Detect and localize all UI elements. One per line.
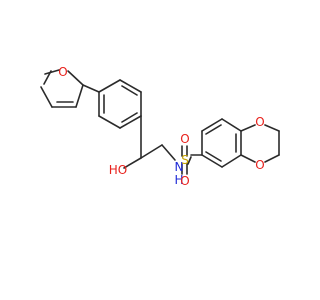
bond [119, 115, 142, 129]
molecule-structure: O HO N H S O O O O [40, 65, 280, 188]
bond [98, 79, 121, 93]
hydroxyethyl-linker [123, 115, 176, 169]
dioxane-oxygen-bottom-label: O [255, 158, 264, 172]
sulfonyl-group [181, 145, 203, 175]
bond [205, 151, 222, 162]
bond [240, 154, 256, 163]
benzodioxane-ring [201, 118, 280, 168]
sulfur-label: S [181, 153, 189, 167]
bond [67, 70, 84, 86]
bond [187, 156, 192, 165]
bond [140, 144, 163, 159]
hydroxyl-label: HO [109, 163, 127, 177]
amide-hydrogen-label: H [174, 173, 183, 187]
sulfonyl-oxygen-bottom-label: O [180, 174, 189, 188]
bond [161, 144, 176, 161]
bond [75, 84, 84, 108]
bond [264, 154, 280, 163]
bond [201, 118, 223, 132]
bond [44, 69, 60, 75]
bond [40, 86, 53, 108]
atom-labels: O HO N H S O O O O [58, 65, 264, 188]
bond [264, 124, 280, 132]
bond [121, 85, 138, 96]
bond [205, 124, 222, 135]
bond [221, 118, 242, 132]
bond [121, 112, 138, 123]
bond [123, 157, 142, 169]
bond [119, 79, 142, 93]
furan-oxygen-label: O [58, 65, 67, 79]
bond [201, 154, 223, 168]
bond [82, 84, 100, 93]
furan-ring [40, 69, 84, 108]
bond [98, 115, 121, 129]
amide-nitrogen-label: N [175, 160, 184, 174]
dioxane-oxygen-top-label: O [255, 115, 264, 129]
phenyl-ring [82, 79, 142, 129]
sulfonyl-oxygen-top-label: O [180, 132, 189, 146]
bond [43, 70, 52, 85]
bond [221, 154, 242, 168]
bond [240, 124, 256, 132]
